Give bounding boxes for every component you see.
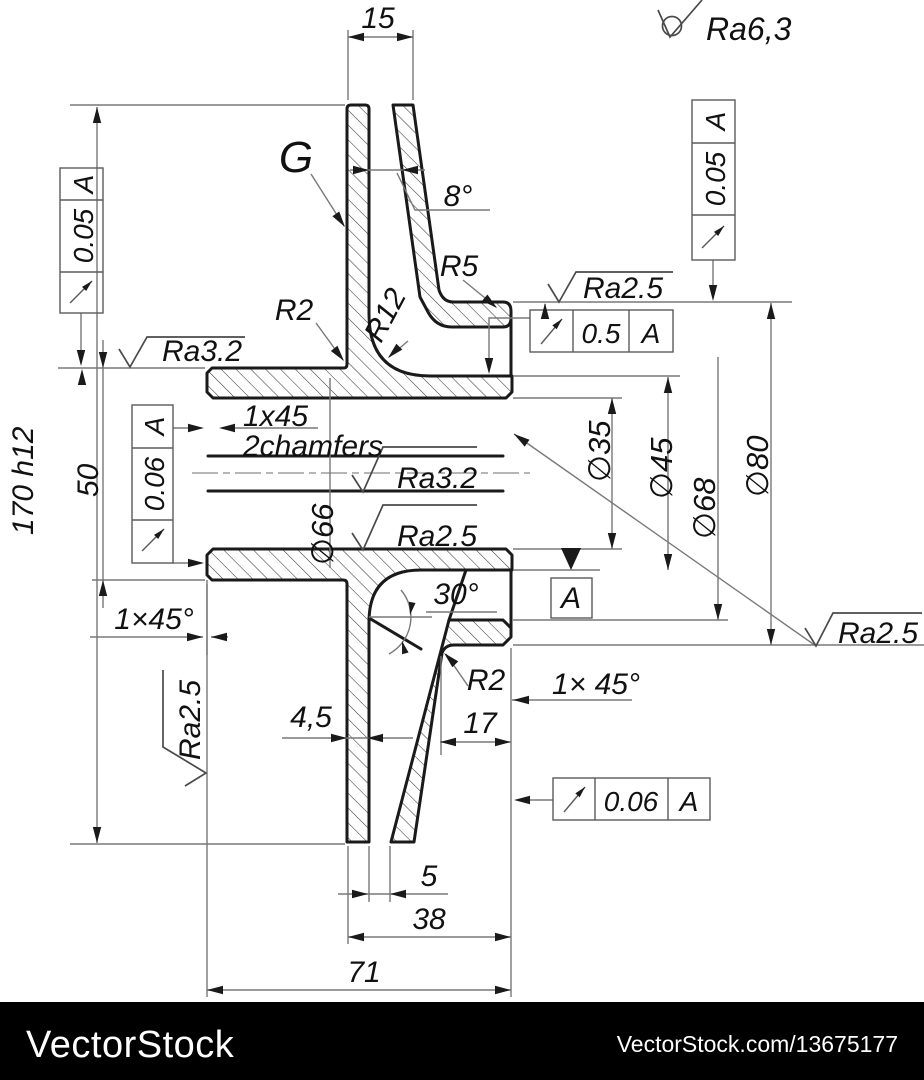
frame-left bbox=[131, 404, 174, 564]
watermark-credit: VectorStock.com/13675177 bbox=[617, 1031, 898, 1057]
frame-mid-value: 0.5 bbox=[582, 318, 621, 349]
frame-runout-05 bbox=[529, 309, 674, 353]
roughness-check-top-right-icon bbox=[547, 271, 673, 304]
dim-d68: ∅68 bbox=[687, 477, 722, 539]
dim-15: 15 bbox=[361, 2, 395, 35]
roughness-general: Ra6,3 bbox=[706, 11, 792, 47]
dim-r2-bottom: R2 bbox=[467, 664, 506, 697]
roughness-check-rotated-icon bbox=[162, 670, 208, 787]
roughness-check-bore2-icon bbox=[351, 504, 477, 552]
roughness-check-bore1-icon bbox=[351, 446, 477, 494]
frame-br-datum: A bbox=[678, 786, 699, 817]
roughness-left-rotated: Ra2.5 bbox=[174, 680, 207, 760]
dim-chamfer-left: 1×45° bbox=[114, 603, 194, 636]
roughness-check-top-left-icon bbox=[118, 336, 245, 369]
dim-d80: ∅80 bbox=[740, 436, 775, 498]
dim-d35: ∅35 bbox=[582, 420, 617, 482]
frame-tl-datum: A bbox=[68, 175, 99, 196]
datum-label: A bbox=[559, 582, 581, 615]
datum-triangle-icon bbox=[561, 548, 581, 570]
roughness-bottom-right: Ra2.5 bbox=[838, 617, 918, 650]
frame-left-value: 0.06 bbox=[139, 456, 170, 511]
frame-mid-datum: A bbox=[640, 318, 661, 349]
dim-r2-top: R2 bbox=[275, 294, 314, 327]
dim-71: 71 bbox=[347, 956, 380, 989]
frame-left-datum: A bbox=[139, 417, 170, 438]
dim-wall-45: 4,5 bbox=[290, 701, 332, 734]
dim-d45: ∅45 bbox=[644, 437, 679, 499]
watermark-brand: VectorStock bbox=[26, 1024, 235, 1066]
frame-tl-value: 0.05 bbox=[68, 208, 99, 263]
dim-38: 38 bbox=[412, 903, 446, 936]
roughness-bore-1: Ra3.2 bbox=[397, 462, 477, 495]
roughness-symbols bbox=[118, 0, 922, 787]
roughness-top-left: Ra3.2 bbox=[162, 335, 242, 368]
watermark-bar: VectorStock VectorStock.com/13675177 bbox=[0, 1002, 924, 1080]
dim-r5: R5 bbox=[440, 250, 479, 283]
hub-upper-section bbox=[205, 103, 514, 400]
frame-tr-value: 0.05 bbox=[700, 151, 731, 206]
roughness-top-right: Ra2.5 bbox=[583, 272, 663, 305]
frame-bottom-right bbox=[552, 777, 711, 821]
roughness-bore-2: Ra2.5 bbox=[397, 520, 477, 553]
note-chamfer-2: 2chamfers bbox=[242, 430, 383, 463]
dim-17: 17 bbox=[463, 707, 498, 740]
dim-chamfer-right: 1× 45° bbox=[552, 668, 640, 701]
upper-rim-flange bbox=[391, 103, 513, 329]
hub-lower-section bbox=[205, 547, 514, 844]
dim-angle-8: 8° bbox=[444, 180, 473, 213]
dim-angle-30: 30° bbox=[433, 578, 478, 611]
dim-170: 170 h12 bbox=[7, 426, 40, 535]
note-chamfer-1: 1x45 bbox=[243, 400, 308, 433]
tolerance-frames bbox=[59, 99, 736, 821]
general-roughness-icon bbox=[657, 0, 703, 39]
dimension-lines bbox=[58, 30, 924, 997]
frame-tr-datum: A bbox=[700, 112, 731, 133]
part-section bbox=[192, 103, 530, 844]
labels: 15 G 8° R5 R2 R12 Ra3.2 Ra6,3 Ra2.5 A 0.… bbox=[7, 2, 918, 989]
dim-5: 5 bbox=[421, 860, 438, 893]
roughness-check-bottom-right-icon bbox=[804, 612, 922, 648]
groove-label: G bbox=[279, 133, 313, 182]
frame-br-value: 0.06 bbox=[604, 786, 659, 817]
lower-web-and-rim bbox=[389, 618, 513, 844]
arrowheads bbox=[76, 32, 776, 995]
dim-d66: ∅66 bbox=[305, 503, 340, 565]
datum-a bbox=[550, 548, 593, 619]
dim-50: 50 bbox=[72, 463, 105, 497]
